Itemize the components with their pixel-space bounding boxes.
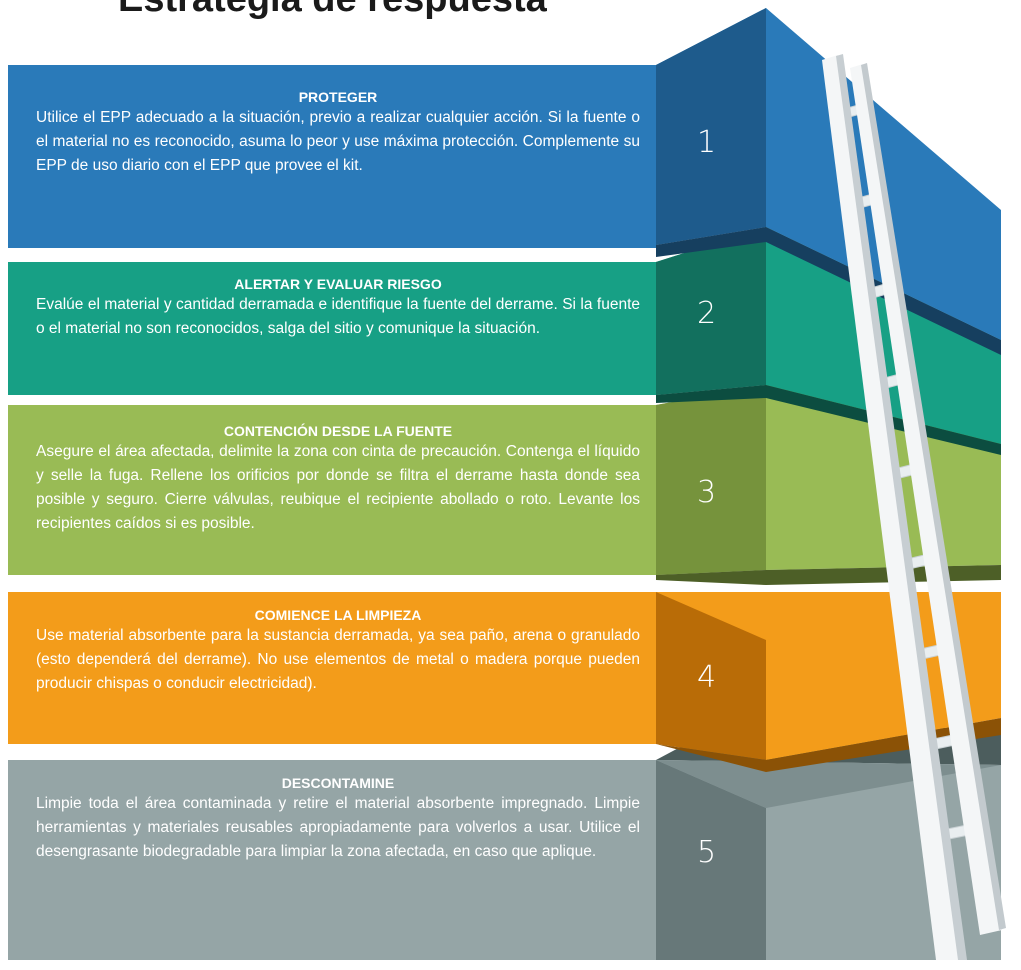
panel-2-bg: [8, 262, 656, 395]
step-2-number: 2: [697, 296, 717, 331]
panel-3-bg: [8, 405, 656, 575]
step-5-number: 5: [697, 835, 717, 870]
step-4-text: Use material absorbente para la sustanci…: [36, 627, 640, 692]
panel-5-bg: [8, 760, 656, 960]
panel-1-bg: [8, 65, 656, 248]
step-3-text: Asegure el área afectada, delimite la zo…: [36, 443, 640, 532]
step-4-panel: COMIENCE LA LIMPIEZA Use material absorb…: [8, 606, 656, 696]
step-1-heading: PROTEGER: [298, 89, 378, 105]
step-1-number: 1: [697, 125, 717, 160]
ladder-illustration: [822, 54, 1006, 960]
step-2-heading: ALERTAR Y EVALUAR RIESGO: [234, 276, 442, 292]
block-1: [656, 8, 1001, 355]
step-5-panel: DESCONTAMINE Limpie toda el área contami…: [8, 774, 656, 952]
step-1-text: Utilice el EPP adecuado a la situación, …: [36, 109, 640, 174]
step-5-heading: DESCONTAMINE: [281, 775, 395, 791]
step-3-number: 3: [697, 475, 717, 510]
step-4-number: 4: [697, 660, 717, 695]
step-2-panel: ALERTAR Y EVALUAR RIESGO Evalúe el mater…: [8, 275, 656, 341]
step-4-heading: COMIENCE LA LIMPIEZA: [254, 607, 422, 623]
step-3-panel: CONTENCIÓN DESDE LA FUENTE Asegure el ár…: [8, 422, 656, 570]
step-3-heading: CONTENCIÓN DESDE LA FUENTE: [223, 423, 453, 439]
step-2-text: Evalúe el material y cantidad derramada …: [36, 296, 640, 337]
step-5-text: Limpie toda el área contaminada y retire…: [36, 795, 640, 860]
step-1-panel: PROTEGER Utilice el EPP adecuado a la si…: [8, 88, 656, 178]
page-title: Estrategia de respuesta: [118, 0, 547, 21]
panel-4-bg: [8, 592, 656, 744]
